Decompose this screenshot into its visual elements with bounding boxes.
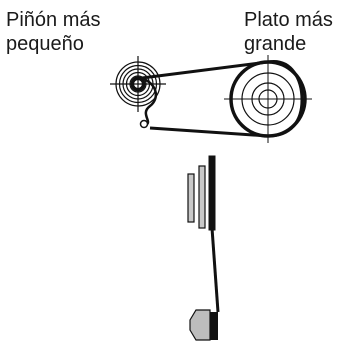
derailleur-plate [210, 312, 218, 340]
sprocket-plate-medium [198, 165, 206, 229]
jockey-wheel [139, 119, 149, 129]
derailleur-pulley [189, 309, 211, 341]
smallest-sprocket-label-line-1: Piñón más [6, 9, 101, 31]
smallest-sprocket [130, 76, 146, 92]
sprocket-plate-small [187, 173, 195, 223]
largest-chainring-label: Plato más grande [244, 8, 333, 56]
rear-cassette [110, 56, 166, 112]
smallest-sprocket-label-line-2: pequeño [6, 33, 84, 55]
front-chainrings [224, 55, 312, 143]
chain-line-side [210, 227, 220, 313]
sprocket-plate-large [208, 155, 216, 231]
largest-chainring-label-line-1: Plato más [244, 9, 333, 31]
smallest-sprocket-label: Piñón más pequeño [6, 8, 101, 56]
largest-chainring-label-line-2: grande [244, 33, 307, 55]
